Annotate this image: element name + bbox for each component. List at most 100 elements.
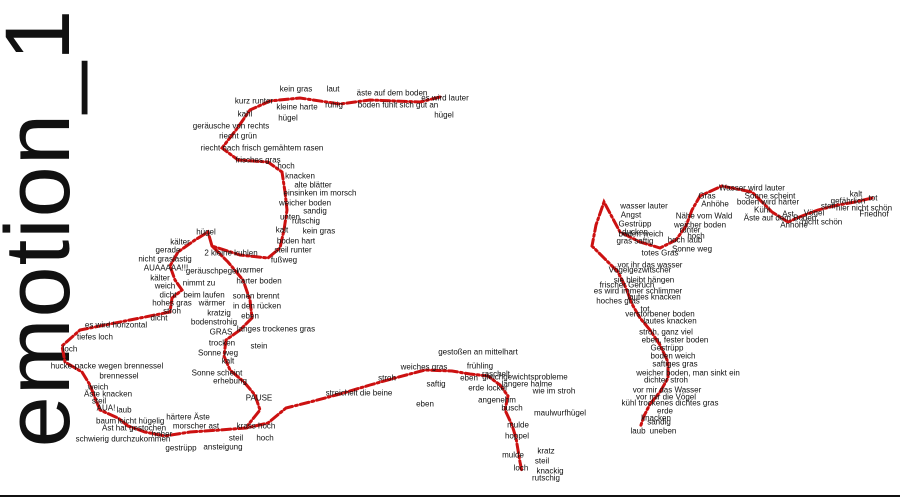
route-label: frischer Geruch: [599, 280, 655, 290]
route-label: kurz runter: [234, 96, 274, 106]
route-label: stein: [250, 341, 268, 351]
route-label: raschelt: [481, 369, 511, 379]
route-label: loch: [513, 463, 529, 473]
route-label: trocken: [208, 338, 236, 348]
route-label: weiches gras: [400, 362, 448, 372]
route-label: streichelt die beine: [325, 388, 393, 398]
route-label: hohes gras: [152, 298, 192, 308]
route-label: wie im stroh: [532, 386, 576, 396]
route-label: geräusche von rechts: [192, 121, 270, 131]
route-label: erde: [656, 406, 674, 416]
route-label: Vögel: [803, 208, 825, 218]
route-label: schwierig durchzukommen: [75, 434, 171, 444]
route-label: erhebung: [213, 376, 247, 386]
route-label: nicht schön: [801, 217, 843, 227]
route-label: alte blätter: [294, 180, 332, 190]
route-label: gestoßen an mittelhart: [438, 347, 518, 357]
route-label: knacken: [641, 413, 671, 423]
route-label: ducken: [622, 227, 648, 237]
route-label: gras saftig: [616, 236, 654, 246]
route-label: hoppel: [504, 431, 530, 441]
route-label: eben: [241, 311, 259, 321]
route-label: steil: [534, 456, 550, 466]
route-label: brennessel: [99, 371, 139, 381]
route-label: stroh: [378, 373, 396, 383]
route-label: sie bleibt hängen: [613, 275, 675, 285]
route-label: lautes knacken: [627, 292, 681, 302]
route-label: tiefes loch: [76, 332, 114, 342]
route-label: kratz: [537, 446, 555, 456]
route-label: kälter: [150, 273, 170, 283]
route-label: weich: [87, 382, 109, 392]
route-label: unten: [279, 212, 301, 222]
route-label: ansteigung: [203, 442, 243, 452]
right-route-path: [590, 184, 874, 430]
route-label: laub: [630, 426, 646, 436]
route-label: verstorbener boden: [625, 309, 695, 319]
route-label: stroh, ganz viel: [639, 327, 693, 337]
route-label: uneben: [649, 426, 677, 436]
route-label: rutschig: [531, 473, 561, 483]
route-label: härtere Äste: [166, 412, 210, 422]
route-label: AUA!: [96, 403, 116, 413]
route-label: Sonne weg: [671, 244, 713, 254]
route-label: Äste auf dem Boden: [743, 213, 817, 223]
route-label: tot: [640, 304, 650, 314]
route-label: maulwurfhügel: [533, 408, 587, 418]
left-route-branch: [210, 244, 262, 427]
route-label: steil: [820, 201, 836, 211]
route-label: wärmer: [198, 298, 226, 308]
left-route-path: [60, 95, 524, 474]
route-label: nicht graslastig: [138, 254, 192, 264]
route-label: Gestrüpp: [650, 343, 684, 353]
route-label: eben: [460, 373, 478, 383]
route-label: krass hoch: [236, 421, 276, 431]
route-label: riecht grün: [219, 131, 257, 141]
route-label: dichter stroh: [643, 375, 689, 385]
route-label: ruhig: [325, 100, 343, 110]
route-label: kälter: [170, 237, 190, 247]
route-label: Ast hat gestochen: [101, 423, 167, 433]
route-label: 2 kleine kuhlen: [204, 248, 258, 258]
route-label: Gras: [698, 191, 716, 201]
route-label: hügel: [278, 113, 298, 123]
route-label: laut: [326, 84, 340, 94]
route-label: boden hart: [276, 236, 316, 246]
route-label: Sonne scheint: [191, 368, 243, 378]
route-label: laub: [116, 405, 132, 415]
route-label: Sonne scheint: [744, 191, 796, 201]
route-label: saftiges gras: [652, 359, 698, 369]
route-label: weicher boden: [278, 198, 332, 208]
route-label: hügel: [434, 110, 454, 120]
route-label: hucke-packe wegen brennessel: [50, 361, 164, 371]
route-label: sonen brennt: [232, 291, 280, 301]
route-label: es wird immer schlimmer: [593, 286, 683, 296]
route-label: Äste knacken: [83, 389, 133, 399]
route-label: hoches gras: [596, 296, 640, 306]
route-label: kleine harte: [276, 102, 318, 112]
route-label: PAUSE: [245, 393, 273, 403]
route-label: Friedhof: [859, 209, 889, 219]
route-label: loch: [62, 344, 78, 354]
route-label: Anhöhe: [701, 199, 729, 209]
route-label: sandig: [303, 206, 327, 216]
route-label: boden weich: [650, 351, 696, 361]
route-label: einsinken im morsch: [283, 188, 357, 198]
route-label: vor ihr das wasser: [617, 260, 683, 270]
route-label: angenehm: [478, 395, 516, 405]
route-label: hier nicht schön: [835, 203, 893, 213]
route-label: weicher boden, man sinkt ein: [636, 368, 740, 378]
route-label: weicher boden: [673, 220, 727, 230]
route-label: rutschig: [291, 216, 321, 226]
route-label: stroh: [163, 306, 181, 316]
route-label: Gestrüpp: [618, 219, 652, 229]
route-label: hoch: [277, 161, 295, 171]
route-label: frühling: [466, 361, 494, 371]
route-label: morscher ast: [172, 421, 220, 431]
route-label: wasser lauter: [620, 201, 668, 211]
route-label: busch: [501, 403, 523, 413]
route-label: Kühl: [753, 205, 771, 215]
route-label: harter boden: [236, 276, 282, 286]
route-label: Anhöhe: [780, 220, 808, 230]
